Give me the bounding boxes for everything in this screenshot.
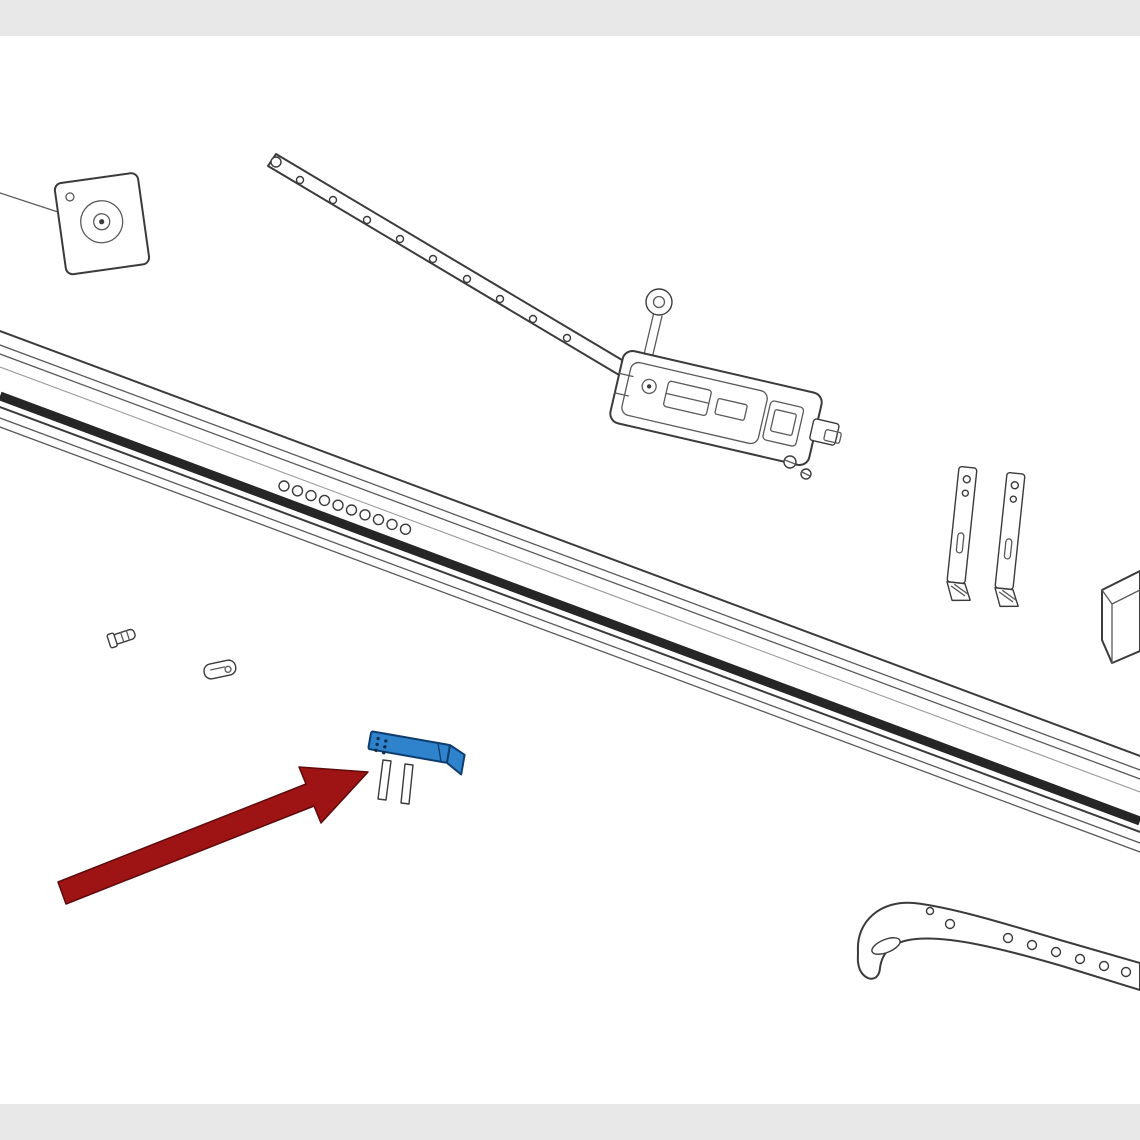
- letterbox-bottom: [0, 1104, 1140, 1140]
- trolley-tab-end: [823, 429, 842, 444]
- trolley-screws: [783, 455, 812, 480]
- bracket-leg-1: [377, 759, 392, 801]
- bracket-leg-2: [400, 763, 414, 805]
- trolley-latch-line: [665, 392, 710, 404]
- door-arm-rivet-top: [925, 906, 935, 916]
- trolley-clamp-lines: [614, 372, 634, 397]
- wall-control-button-dot: [99, 219, 105, 225]
- wall-control-button: [93, 213, 111, 231]
- trolley-rear-box: [762, 400, 805, 447]
- hanging-bracket-left: [946, 465, 978, 602]
- belt-end-hole: [270, 156, 282, 168]
- rail-dark-stripe: [0, 391, 1140, 826]
- bracket-legs: [377, 759, 414, 805]
- highlight-bracket: [367, 730, 466, 805]
- bolt-fastener: [106, 628, 136, 649]
- trolley-slide-box: [714, 398, 748, 421]
- trolley-tab: [809, 418, 840, 446]
- clip-fastener: [203, 659, 237, 680]
- trolley-inner-frame: [621, 361, 768, 445]
- bracket-fold-line: [437, 743, 442, 762]
- door-arm: [856, 901, 1140, 991]
- pointer-arrow: [57, 766, 369, 905]
- door-arm-slot: [871, 937, 901, 955]
- trolley-pivot: [641, 378, 657, 395]
- hanging-bracket-right: [994, 471, 1026, 608]
- rail-top-edge: [0, 330, 1140, 757]
- wall-control-screw: [65, 192, 75, 202]
- trolley-rear-inner: [770, 409, 797, 436]
- release-knob-inner: [652, 295, 666, 309]
- door-arm-rivet: [944, 918, 956, 930]
- bracket-flange: [445, 744, 466, 776]
- door-arm-body: [856, 901, 1140, 991]
- release-knob: [637, 288, 673, 385]
- rail: [0, 330, 1140, 853]
- letterbox-top: [0, 0, 1140, 36]
- bracket-rivets: [374, 736, 388, 755]
- wall-control: [0, 172, 151, 276]
- belt-strip: [267, 153, 660, 395]
- wall-control-button-ring: [80, 200, 124, 244]
- edge-bracket: [1101, 570, 1140, 664]
- belt-strip-body: [267, 153, 660, 395]
- belt-holes: [295, 175, 572, 343]
- release-knob-outer: [645, 288, 673, 316]
- wall-control-wire: [0, 192, 65, 215]
- rail-bottom-edge: [0, 426, 1140, 853]
- rail-holes: [278, 480, 412, 535]
- trolley-pivot-dot: [646, 384, 652, 389]
- bracket-plate: [367, 730, 451, 764]
- door-arm-holes: [1002, 932, 1132, 978]
- trolley-carriage: [609, 349, 842, 467]
